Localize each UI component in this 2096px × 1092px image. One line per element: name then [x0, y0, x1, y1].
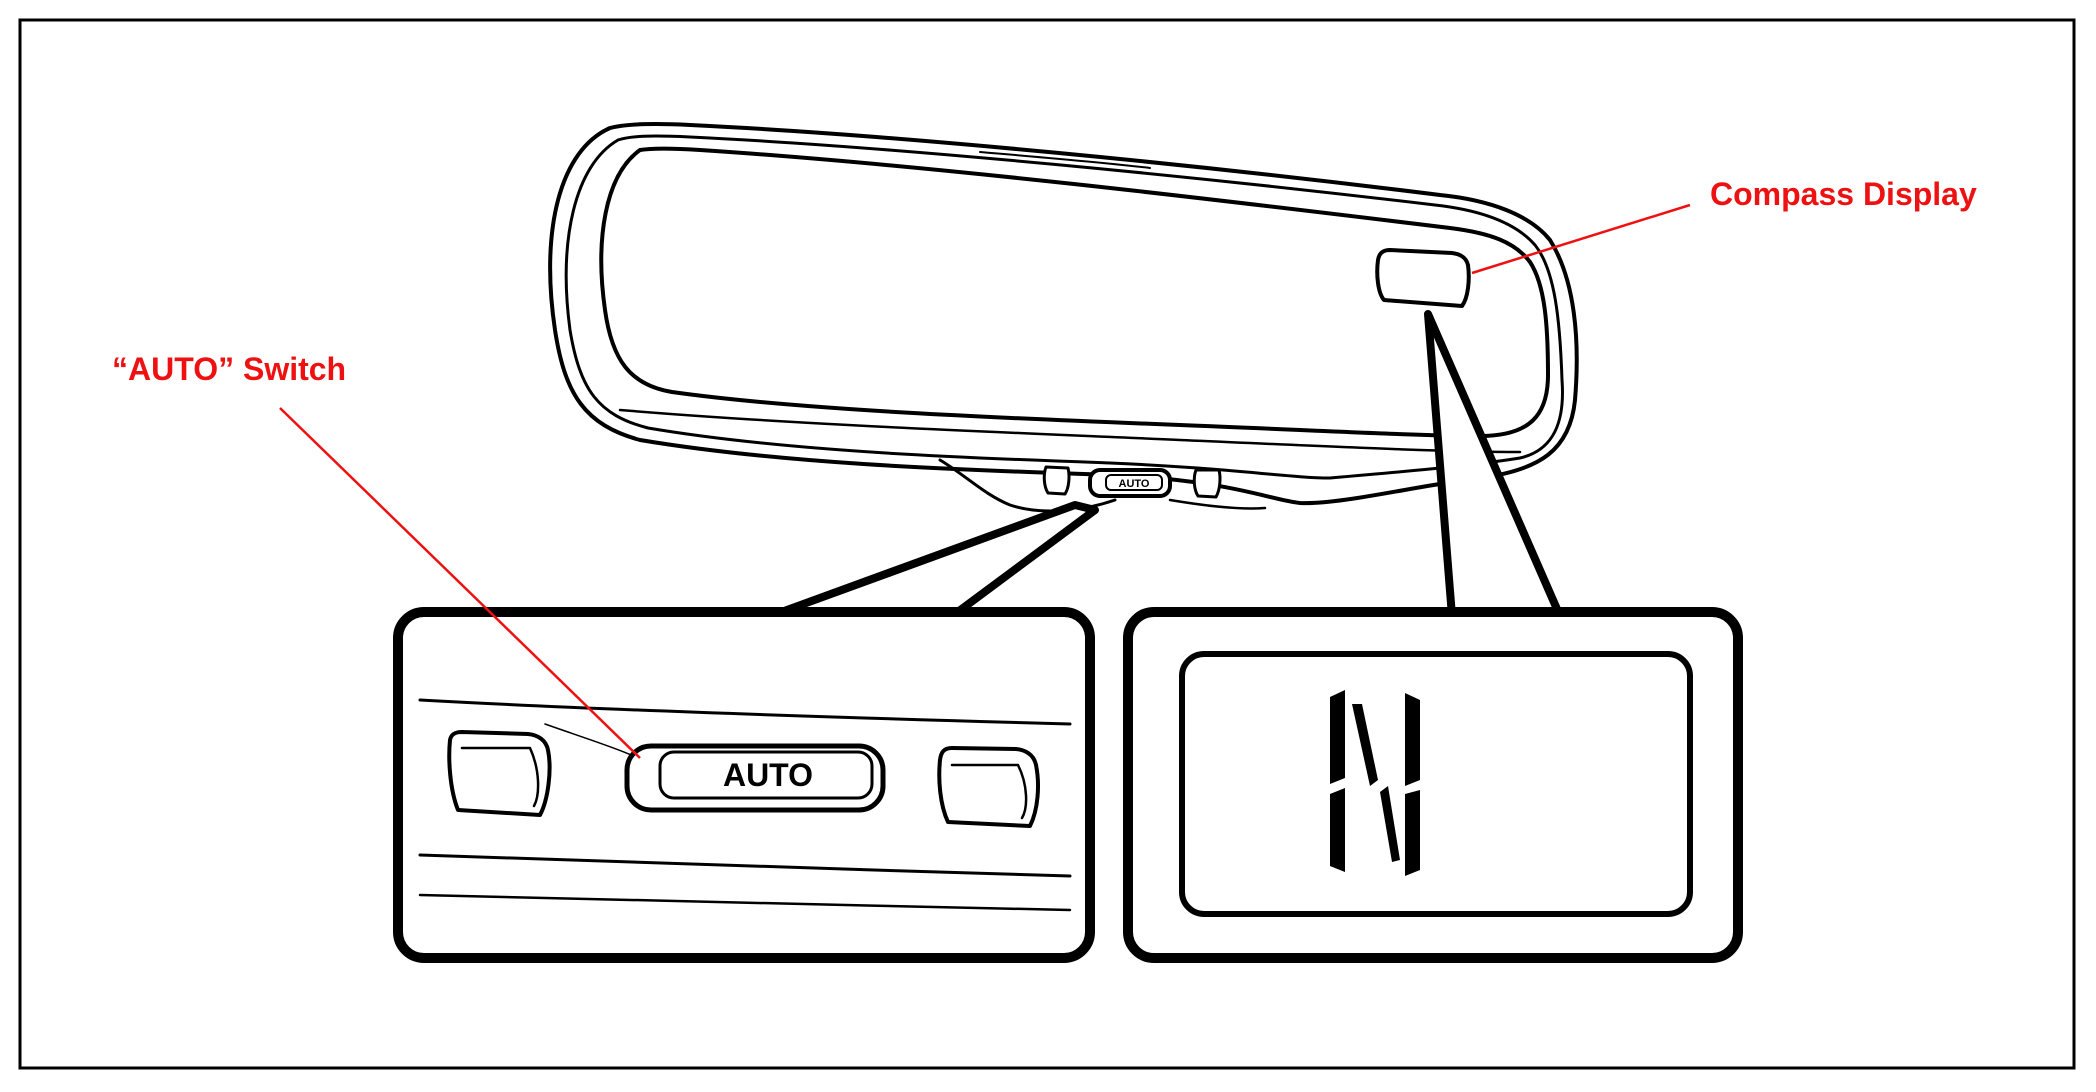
compass-leader-line	[1471, 203, 1691, 275]
compass-pointer-wedge	[1424, 310, 1564, 620]
compass-display-detail	[1123, 310, 1743, 963]
diagram-frame	[18, 18, 2076, 1070]
detail-button-right	[937, 746, 1040, 828]
compass-display-callout: Compass Display	[1710, 176, 1977, 212]
mirror-auto-button-label: AUTO	[1119, 478, 1150, 490]
compass-reading-text: N	[1371, 862, 1378, 873]
detail-auto-switch-label: AUTO	[723, 757, 813, 793]
compass-screen	[1179, 651, 1693, 917]
mirror-compass-window	[1375, 248, 1471, 308]
mirror-button-right	[1192, 468, 1222, 499]
compass-reading-glyph	[1330, 690, 1420, 876]
rearview-mirror	[548, 122, 1579, 513]
auto-switch-callout: “AUTO” Switch	[112, 351, 346, 387]
detail-button-left	[447, 730, 552, 817]
mirror-button-left	[1042, 465, 1071, 496]
auto-pointer-wedge	[772, 501, 1099, 618]
auto-switch-detail	[393, 501, 1099, 963]
auto-switch-leader-line	[279, 407, 641, 759]
mirror-glass	[599, 146, 1550, 438]
mirror-housing-inner-line	[564, 134, 1564, 480]
